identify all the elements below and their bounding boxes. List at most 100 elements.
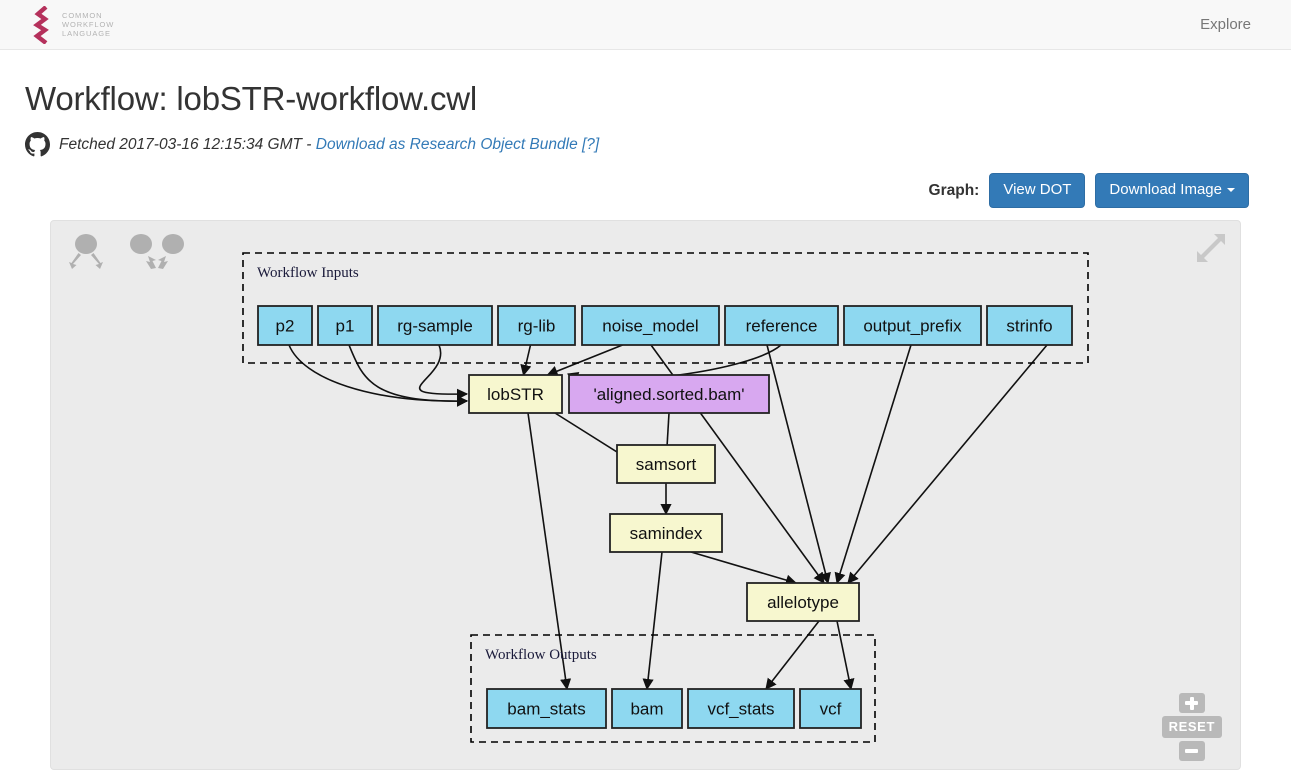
graph-node-aligned[interactable]: 'aligned.sorted.bam' (568, 374, 770, 414)
node-label: rg-sample (397, 317, 473, 336)
edge-allelotype-to-vcf (836, 620, 855, 691)
brand-text: COMMON WORKFLOW LANGUAGE (62, 10, 115, 39)
page-content: Workflow: lobSTR-workflow.cwl Fetched 20… (0, 80, 1291, 770)
node-box (257, 305, 313, 346)
expand-graph-button[interactable] (1194, 231, 1228, 270)
node-label: rg-lib (518, 317, 556, 336)
graph-node-rg-lib[interactable]: rg-lib (497, 305, 576, 346)
node-box (581, 305, 720, 346)
edge-reference-to-allelotype (766, 344, 831, 585)
edge-allelotype-to-vcf_stats (765, 620, 820, 690)
node-label: bam_stats (507, 700, 585, 719)
graph-split-icon[interactable] (63, 231, 109, 277)
graph-merge-icon[interactable] (125, 231, 189, 277)
github-icon (25, 132, 50, 157)
cluster-inputs: Workflow Inputs (242, 252, 1089, 364)
node-label: vcf_stats (707, 700, 774, 719)
node-box (486, 688, 607, 729)
edge-samindex-to-allelotype (690, 551, 798, 586)
edge-output_prefix-to-allelotype (834, 344, 912, 585)
node-box (609, 513, 723, 553)
graph-node-vcf[interactable]: vcf (799, 688, 862, 729)
graph-node-vcf_stats[interactable]: vcf_stats (687, 688, 795, 729)
view-dot-button[interactable]: View DOT (989, 173, 1086, 208)
edge-rg-lib-to-lobSTR (520, 344, 532, 377)
expand-arrows-icon[interactable] (1194, 231, 1228, 265)
graph-label: Graph: (928, 181, 980, 199)
edge-strinfo-to-allelotype (847, 344, 1048, 584)
navbar-right: Explore (1190, 10, 1261, 39)
zoom-controls[interactable]: RESET (1161, 693, 1222, 761)
node-label: 'aligned.sorted.bam' (593, 385, 744, 404)
zoom-reset-button[interactable]: RESET (1161, 716, 1222, 738)
node-label: p1 (336, 317, 355, 336)
cwl-logo-icon (33, 5, 49, 44)
node-label: noise_model (602, 317, 698, 336)
download-ro-bundle-link[interactable]: Download as Research Object Bundle [?] (315, 135, 600, 153)
page-title: Workflow: lobSTR-workflow.cwl (25, 80, 478, 117)
graph-node-lobSTR[interactable]: lobSTR (468, 374, 563, 414)
node-box (568, 374, 770, 414)
chevron-down-icon (1227, 188, 1235, 193)
node-box (317, 305, 373, 346)
edge-rg-sample-to-lobSTR (418, 344, 469, 400)
node-box (611, 688, 683, 729)
node-label: vcf (820, 700, 842, 719)
node-label: output_prefix (863, 317, 962, 336)
node-label: p2 (276, 317, 295, 336)
cluster-label: Workflow Inputs (257, 265, 359, 281)
graph-node-samsort[interactable]: samsort (616, 444, 716, 484)
cluster-border (242, 252, 1089, 364)
node-box (468, 374, 563, 414)
edge-noise_model-to-lobSTR (546, 344, 623, 377)
graph-nodes[interactable]: p2 p1 rg-sample rg-lib noise_model reference o… (257, 305, 1073, 729)
zoom-in-button[interactable] (1178, 693, 1205, 713)
graph-node-rg-sample[interactable]: rg-sample (377, 305, 493, 346)
node-label: allelotype (767, 593, 839, 612)
graph-node-strinfo[interactable]: strinfo (986, 305, 1073, 346)
node-box (746, 582, 860, 622)
fetched-info-row: Fetched 2017-03-16 12:15:34 GMT - Downlo… (25, 132, 1266, 157)
node-label: bam (630, 700, 663, 719)
top-navbar: COMMON WORKFLOW LANGUAGE Explore (0, 0, 1291, 50)
graph-layout-controls[interactable] (63, 231, 189, 277)
graph-node-bam[interactable]: bam (611, 688, 683, 729)
edge-samindex-to-bam (642, 551, 663, 691)
brand-logo-link[interactable]: COMMON WORKFLOW LANGUAGE (33, 5, 115, 44)
node-label: samsort (636, 455, 697, 474)
node-label: strinfo (1006, 317, 1052, 336)
graph-node-allelotype[interactable]: allelotype (746, 582, 860, 622)
graph-node-reference[interactable]: reference (724, 305, 839, 346)
graph-node-output_prefix[interactable]: output_prefix (843, 305, 982, 346)
node-label: samindex (630, 524, 703, 543)
graph-node-p1[interactable]: p1 (317, 305, 373, 346)
graph-node-bam_stats[interactable]: bam_stats (486, 688, 607, 729)
cluster-label: Workflow Outputs (485, 647, 597, 663)
graph-node-p2[interactable]: p2 (257, 305, 313, 346)
graph-node-noise_model[interactable]: noise_model (581, 305, 720, 346)
node-box (497, 305, 576, 346)
fetched-text: Fetched 2017-03-16 12:15:34 GMT - Downlo… (59, 136, 599, 154)
node-box (724, 305, 839, 346)
download-image-button[interactable]: Download Image (1095, 173, 1249, 208)
download-image-label: Download Image (1109, 181, 1222, 198)
zoom-out-button[interactable] (1178, 741, 1205, 761)
node-label: lobSTR (487, 385, 544, 404)
node-box (986, 305, 1073, 346)
graph-toolbar: Graph: View DOT Download Image (25, 173, 1266, 208)
cluster-border (470, 634, 876, 743)
minus-icon (1185, 749, 1199, 753)
graph-node-samindex[interactable]: samindex (609, 513, 723, 553)
cluster-outputs: Workflow Outputs (470, 634, 876, 743)
edge-lobSTR-to-bam_stats (527, 412, 572, 691)
node-box (377, 305, 493, 346)
nav-explore-link[interactable]: Explore (1200, 16, 1251, 33)
node-box (616, 444, 716, 484)
edge-p1-to-lobSTR (348, 344, 469, 407)
node-box (687, 688, 795, 729)
node-box (843, 305, 982, 346)
node-label: reference (746, 317, 818, 336)
